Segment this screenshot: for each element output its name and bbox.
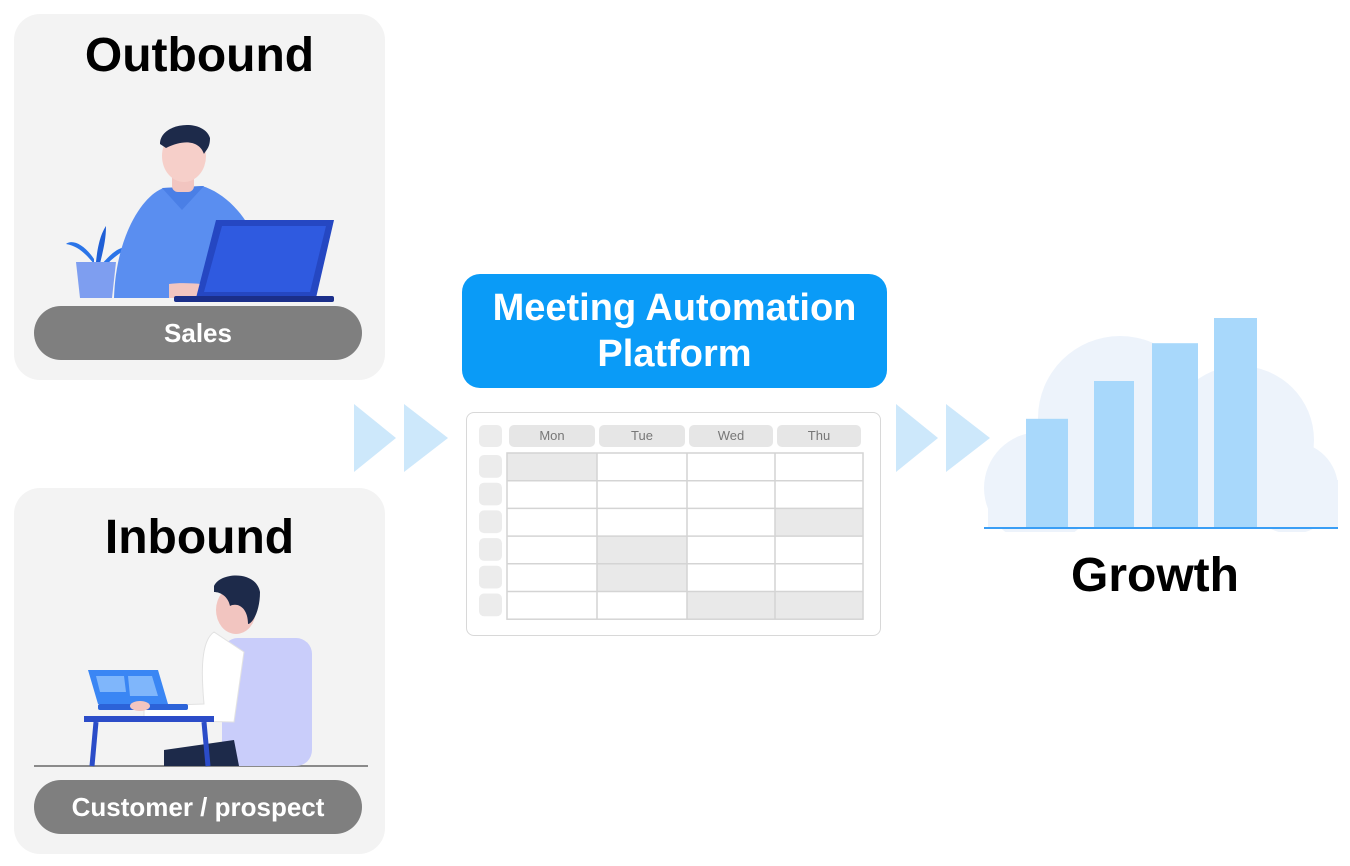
calendar-day-label: Wed xyxy=(718,428,745,443)
growth-bar xyxy=(1214,318,1257,528)
meeting-automation-platform-box: Meeting Automation Platform xyxy=(462,274,887,388)
growth-bar xyxy=(1094,381,1134,528)
outbound-panel: Outbound Sales xyxy=(14,14,385,380)
growth-bar xyxy=(1152,343,1198,528)
double-arrow-right-icon xyxy=(354,404,448,472)
calendar-day-header-bg xyxy=(777,425,861,447)
calendar-day-header-bg xyxy=(689,425,773,447)
calendar-day-label: Tue xyxy=(631,428,653,443)
growth-bar xyxy=(1026,418,1068,528)
calendar-day-label: Mon xyxy=(539,428,564,443)
calendar-day-label: Thu xyxy=(808,428,830,443)
inbound-panel: Inbound Customer / prospect xyxy=(14,488,385,854)
growth-title: Growth xyxy=(1071,549,1239,602)
calendar-corner-cell xyxy=(479,425,502,447)
customer-role-pill: Customer / prospect xyxy=(34,780,362,834)
calendar-time-cell xyxy=(479,565,502,589)
calendar-time-cell xyxy=(479,593,502,617)
calendar-booked-slot xyxy=(597,563,687,592)
platform-title-line2: Platform xyxy=(597,333,752,375)
calendar-booked-slot xyxy=(597,536,687,564)
calendar-booked-slot xyxy=(775,508,863,537)
calendar-time-cell xyxy=(479,510,502,534)
calendar-booked-slot xyxy=(507,453,597,481)
calendar-day-header-bg xyxy=(509,425,595,447)
sales-role-pill: Sales xyxy=(34,306,362,360)
customer-illustration xyxy=(34,575,368,767)
salesperson-illustration xyxy=(66,125,334,302)
calendar-day-header-bg xyxy=(599,425,685,447)
calendar-grid: Mon Tue Wed Thu xyxy=(466,412,881,636)
calendar-booked-slot xyxy=(687,591,775,620)
calendar-svg: Mon Tue Wed Thu xyxy=(479,425,864,620)
calendar-booked-slot xyxy=(775,591,863,620)
calendar-time-cell xyxy=(479,455,502,478)
platform-title-line1: Meeting Automation xyxy=(492,287,857,329)
outbound-title: Outbound xyxy=(84,29,315,82)
inbound-title: Inbound xyxy=(104,511,295,564)
growth-chart xyxy=(984,318,1338,532)
calendar-time-cell xyxy=(479,482,502,506)
double-arrow-right-icon xyxy=(896,404,990,472)
calendar-time-cell xyxy=(479,538,502,561)
